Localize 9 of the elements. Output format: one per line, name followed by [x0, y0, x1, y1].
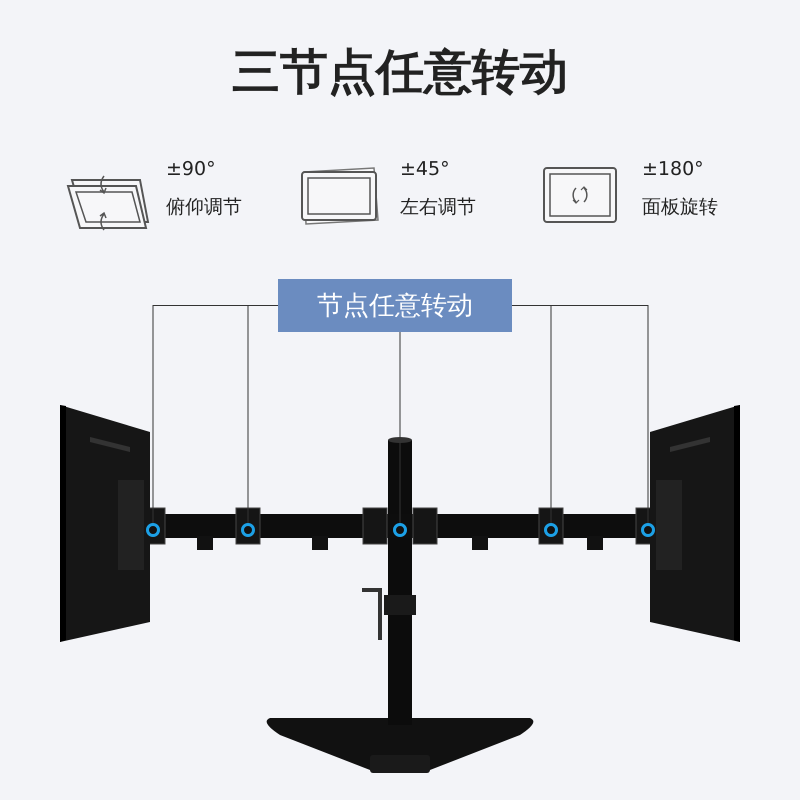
angle-label: ±90°	[166, 157, 216, 181]
title: 三节点任意转动	[231, 43, 569, 102]
feature-label: 左右调节	[400, 195, 476, 219]
angle-label: ±45°	[400, 157, 450, 181]
angle-label: ±180°	[642, 157, 704, 181]
callout-box: 节点任意转动	[278, 279, 512, 332]
leader-line	[248, 305, 278, 524]
feature-label: 面板旋转	[642, 195, 718, 219]
feature-label: 俯仰调节	[166, 195, 242, 219]
